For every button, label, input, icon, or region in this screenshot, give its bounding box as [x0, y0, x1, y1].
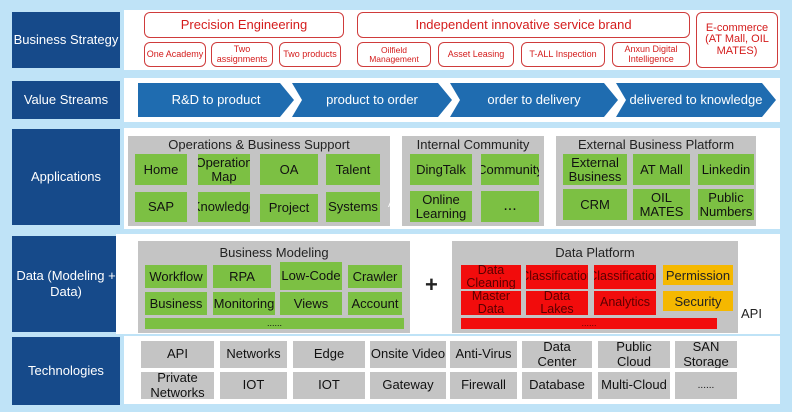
app-external-business[interactable]: External Business [563, 154, 627, 185]
app-at-mall[interactable]: AT Mall [633, 154, 690, 185]
data-modeling-more: ...... [145, 318, 404, 329]
business-modeling-title: Business Modeling [219, 245, 329, 260]
ops-support-title: Operations & Business Support [168, 137, 350, 152]
data-views[interactable]: Views [280, 292, 342, 315]
innovative-sub-2: Asset Leasing [438, 42, 514, 67]
innovative-sub-3: T-ALL Inspection [521, 42, 605, 67]
tech-networks[interactable]: Networks [220, 341, 287, 368]
data-platform-title: Data Platform [555, 245, 635, 260]
platform-more: ...... [461, 318, 717, 329]
tech-anti-virus[interactable]: Anti-Virus [450, 341, 517, 368]
internal-community-title: Internal Community [416, 137, 530, 152]
platform-classification-1[interactable]: Classification [526, 265, 588, 289]
app-online-learning[interactable]: Online Learning [410, 191, 472, 222]
tech-gateway[interactable]: Gateway [370, 372, 446, 399]
tech-data-center[interactable]: Data Center [522, 341, 592, 368]
app-talent[interactable]: Talent [326, 154, 380, 185]
platform-security[interactable]: Security [663, 291, 733, 311]
tech-public-cloud[interactable]: Public Cloud [598, 341, 670, 368]
tech-san-storage[interactable]: SAN Storage [675, 341, 737, 368]
platform-data-cleaning[interactable]: Data Cleaning [461, 265, 521, 289]
data-rpa[interactable]: RPA [213, 265, 271, 288]
data-workflow[interactable]: Workflow [145, 265, 207, 288]
app-more: ... [481, 191, 539, 222]
app-community[interactable]: Community [481, 154, 539, 185]
external-platform-title: External Business Platform [577, 137, 735, 152]
data-crawler[interactable]: Crawler [348, 265, 402, 288]
row-label-data: Data (Modeling + Data) [12, 236, 120, 332]
app-crm[interactable]: CRM [563, 189, 627, 220]
app-dingtalk[interactable]: DingTalk [410, 154, 472, 185]
app-project[interactable]: Project [260, 194, 318, 222]
row-label-applications: Applications [12, 129, 120, 225]
app-oil-mates[interactable]: OIL MATES [633, 189, 690, 220]
innovative-sub-4: Anxun Digital Intelligence [612, 42, 690, 67]
tech-iot-2[interactable]: IOT [293, 372, 365, 399]
applications-api-label: API [388, 198, 406, 210]
data-api-label: API [741, 306, 762, 321]
app-public-numbers[interactable]: Public Numbers [698, 189, 754, 220]
tech-private-networks[interactable]: Private Networks [141, 372, 214, 399]
tech-edge[interactable]: Edge [293, 341, 365, 368]
app-sap[interactable]: SAP [135, 192, 187, 222]
app-operation-map[interactable]: Operation Map [198, 154, 250, 185]
app-linkedin[interactable]: Linkedin [698, 154, 754, 185]
value-stream-order-to-delivery: order to delivery [450, 83, 618, 117]
tech-more: ...... [675, 372, 737, 399]
innovative-sub-1: Oilfield Management [357, 42, 431, 67]
precision-engineering-box: Precision Engineering [144, 12, 344, 38]
value-stream-rd-to-product: R&D to product [138, 83, 294, 117]
row-label-technologies: Technologies [12, 337, 120, 405]
app-oa[interactable]: OA [260, 154, 318, 185]
precision-sub-2: Two assignments [211, 42, 273, 67]
platform-permission[interactable]: Permission [663, 265, 733, 285]
tech-api[interactable]: API [141, 341, 214, 368]
tech-database[interactable]: Database [522, 372, 592, 399]
app-systems[interactable]: Systems [326, 192, 380, 222]
data-monitoring[interactable]: Monitoring [213, 292, 275, 315]
innovative-service-box: Independent innovative service brand [357, 12, 690, 38]
value-stream-product-to-order: product to order [292, 83, 452, 117]
tech-onsite-video[interactable]: Onsite Video [370, 341, 446, 368]
app-home[interactable]: Home [135, 154, 187, 185]
app-knowledge[interactable]: Knowledge [198, 192, 250, 222]
plus-sign: + [425, 272, 438, 297]
tech-iot-1[interactable]: IOT [220, 372, 287, 399]
tech-firewall[interactable]: Firewall [450, 372, 517, 399]
tech-multi-cloud[interactable]: Multi-Cloud [598, 372, 670, 399]
ecommerce-box: E-commerce (AT Mall, OIL MATES) [696, 12, 778, 68]
value-stream-delivered-to-knowledge: delivered to knowledge [616, 83, 776, 117]
platform-analytics[interactable]: Analytics [594, 291, 656, 315]
data-business[interactable]: Business [145, 292, 207, 315]
row-label-strategy: Business Strategy [12, 12, 120, 68]
precision-sub-1: One Academy [144, 42, 206, 67]
platform-master-data[interactable]: Master Data [461, 291, 521, 315]
precision-sub-3: Two products [279, 42, 341, 67]
row-label-value-streams: Value Streams [12, 81, 120, 119]
platform-data-lakes[interactable]: Data Lakes [526, 291, 588, 315]
data-account[interactable]: Account [348, 292, 402, 315]
data-low-code[interactable]: Low-Code [280, 262, 342, 290]
platform-classification-2[interactable]: Classification [594, 265, 656, 289]
